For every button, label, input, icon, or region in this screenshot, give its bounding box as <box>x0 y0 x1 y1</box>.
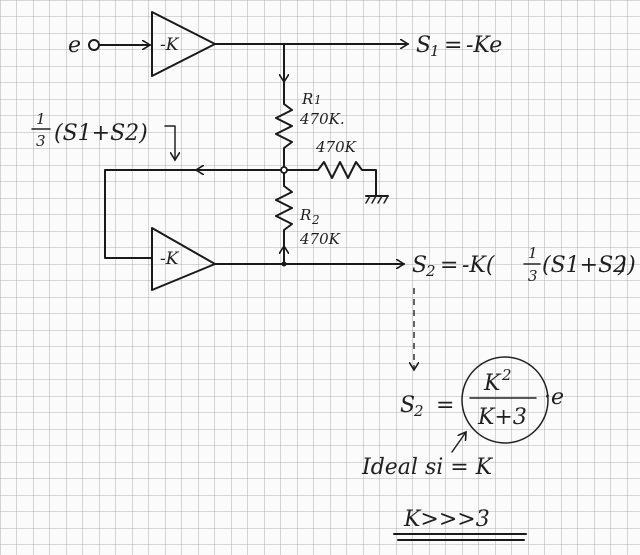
ground-symbol <box>365 195 389 204</box>
resistor-ground <box>286 161 377 197</box>
s2-fraction-denominator: 3 <box>528 267 538 285</box>
feedback-denominator: 3 <box>36 132 46 150</box>
s2-subscript: 2 <box>425 262 436 280</box>
s1-name: S <box>416 33 431 58</box>
r3-value: 470K <box>315 138 357 156</box>
result-equals: = <box>436 393 454 418</box>
r1-name: R <box>301 90 313 108</box>
r2-name: R <box>299 206 311 224</box>
result-subscript: 2 <box>413 402 424 420</box>
s2-equals: = <box>440 253 458 278</box>
amplifier-1-gain: -K <box>160 35 180 55</box>
s2-suffix: ) <box>617 253 627 278</box>
resistor-r2 <box>275 185 293 246</box>
ideal-arrow <box>451 432 466 453</box>
r2-value: 470K <box>299 230 341 248</box>
s1-expression: -Ke <box>466 33 502 58</box>
feedback-annotation: 1 3 (S1+S2) <box>31 110 175 160</box>
result-times-e: ·e <box>544 385 564 410</box>
input-label: e <box>68 33 81 58</box>
result-name: S <box>400 393 415 418</box>
s2-prefix: -K( <box>462 253 495 278</box>
r1-label: R 1 470K. <box>299 90 345 128</box>
feedback-annotation-arrow <box>164 125 175 160</box>
s1-subscript: 1 <box>430 42 440 60</box>
s2-name: S <box>412 253 427 278</box>
r1-subscript: 1 <box>314 93 322 107</box>
s1-equation: S 1 = -Ke <box>416 33 502 60</box>
ideal-note: Ideal si = K <box>361 455 494 480</box>
result-equation: S 2 = K 2 K+3 ·e <box>400 356 564 444</box>
feedback-expression: (S1+S2) <box>54 121 148 146</box>
s2-equation: S 2 = -K( 1 3 (S1+S2) ) <box>412 244 636 285</box>
result-denominator: K+3 <box>477 405 527 430</box>
amplifier-2-triangle <box>151 227 216 291</box>
amplifier-1-triangle <box>151 11 216 77</box>
r2-subscript: 2 <box>311 213 320 227</box>
feedback-return-wire <box>104 169 197 259</box>
amplifier-2-gain: -K <box>160 249 180 269</box>
s1-equals: = <box>444 33 462 58</box>
s2-fraction-numerator: 1 <box>528 244 538 262</box>
s2-expression: (S1+S2) <box>542 253 636 278</box>
condition-note: K>>>3 <box>403 507 490 532</box>
result-highlight-circle <box>461 356 549 444</box>
amplifier-1: -K <box>151 11 216 77</box>
feedback-numerator: 1 <box>36 110 46 128</box>
amplifier-2: -K <box>151 227 216 291</box>
r1-value: 470K. <box>299 110 345 128</box>
result-numerator: K <box>483 371 502 396</box>
resistor-r1 <box>275 103 293 171</box>
r2-label: R 2 470K <box>299 206 341 248</box>
result-numerator-exponent: 2 <box>501 366 512 384</box>
